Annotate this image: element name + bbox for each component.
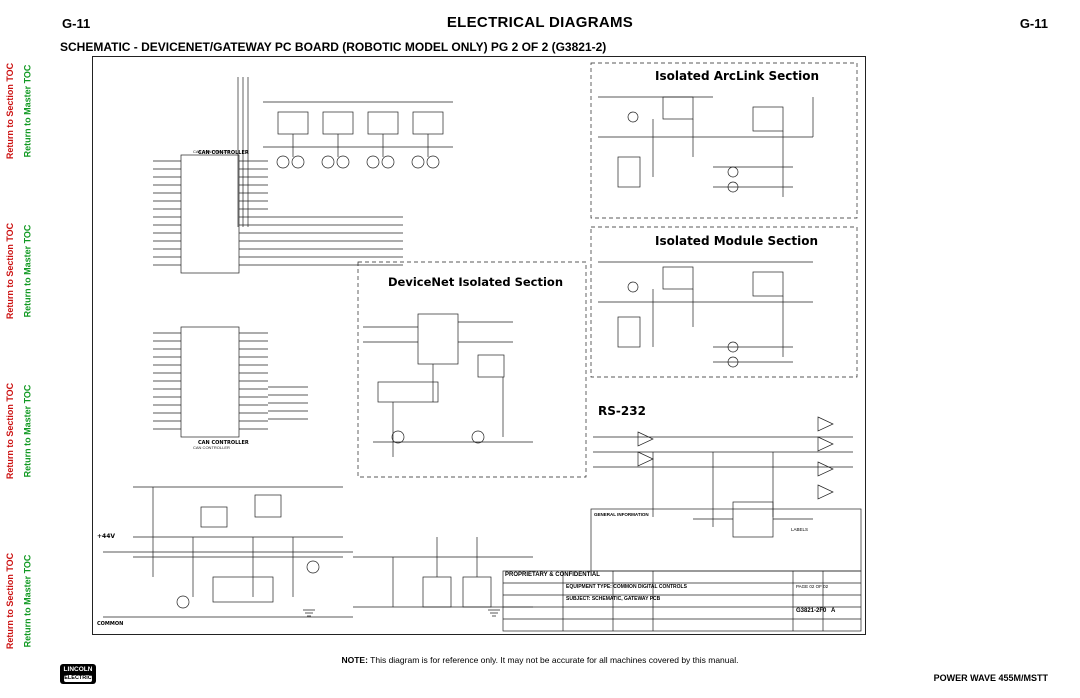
master-toc-column: Return to Master TOC Return to Master TO… xyxy=(19,36,36,686)
module-section-box xyxy=(590,226,858,378)
return-to-master-toc-link[interactable]: Return to Master TOC xyxy=(22,64,33,158)
product-name: POWER WAVE 455M/MSTT xyxy=(933,673,1048,683)
return-to-section-toc-link[interactable]: Return to Section TOC xyxy=(5,222,16,320)
devicenet-section-title: DeviceNet Isolated Section xyxy=(388,275,564,289)
schematic-diagram: CAN CONTROLLER CAN CONTROLLER Isolated A… xyxy=(92,56,866,635)
diagram-subtitle: SCHEMATIC - DEVICENET/GATEWAY PC BOARD (… xyxy=(60,40,607,54)
can-controller-bottom-label: CAN CONTROLLER xyxy=(198,440,249,446)
schematic-drawing: CAN CONTROLLER CAN CONTROLLER xyxy=(103,62,862,632)
can-controller-chip-top xyxy=(180,154,240,274)
page-code-left: G-11 xyxy=(62,16,91,31)
proprietary-label: PROPRIETARY & CONFIDENTIAL xyxy=(505,572,600,578)
side-navigation: Return to Section TOC Return to Section … xyxy=(0,36,36,686)
return-to-master-toc-link[interactable]: Return to Master TOC xyxy=(22,384,33,478)
general-information-label: GENERAL INFORMATION xyxy=(594,512,649,517)
return-to-master-toc-link[interactable]: Return to Master TOC xyxy=(22,224,33,318)
drawing-number: G3821-2F0 xyxy=(796,608,827,614)
revision-letter: A xyxy=(831,608,836,614)
rs232-section-title: RS-232 xyxy=(598,404,646,418)
page-title: ELECTRICAL DIAGRAMS xyxy=(446,14,634,31)
equipment-type-label: EQUIPMENT TYPE: COMMON DIGITAL CONTROLS xyxy=(566,584,687,590)
return-to-master-toc-link[interactable]: Return to Master TOC xyxy=(22,554,33,648)
return-to-section-toc-link[interactable]: Return to Section TOC xyxy=(5,552,16,650)
plus44v-rail-label: +44V xyxy=(97,533,116,540)
return-to-section-toc-link[interactable]: Return to Section TOC xyxy=(5,382,16,480)
labels-heading: LABELS xyxy=(791,527,809,532)
lincoln-electric-logo: LINCOLN ELECTRIC xyxy=(60,664,96,684)
common-rail-label: COMMON xyxy=(97,621,124,627)
subject-label: SUBJECT: SCHEMATIC, GATEWAY PCB xyxy=(566,596,661,602)
devicenet-section-box xyxy=(357,261,587,478)
arclink-section-title: Isolated ArcLink Section xyxy=(655,69,820,83)
can-controller-chip-bottom xyxy=(180,326,240,438)
disclaimer-note: NOTE: This diagram is for reference only… xyxy=(341,655,739,665)
arclink-section-box xyxy=(590,62,858,219)
return-to-section-toc-link[interactable]: Return to Section TOC xyxy=(5,62,16,160)
title-block: GENERAL INFORMATION LABELS PROPRIETARY &… xyxy=(505,509,861,633)
can-controller-top-label: CAN CONTROLLER xyxy=(198,150,249,156)
page-number-label: PAGE 02 OF 02 xyxy=(796,584,829,589)
page-code-right: G-11 xyxy=(1019,16,1048,31)
can-controller-label-top: CAN CONTROLLER xyxy=(193,149,230,154)
section-toc-column: Return to Section TOC Return to Section … xyxy=(2,36,19,686)
module-section-title: Isolated Module Section xyxy=(655,234,818,248)
can-controller-label-bottom: CAN CONTROLLER xyxy=(193,445,230,450)
